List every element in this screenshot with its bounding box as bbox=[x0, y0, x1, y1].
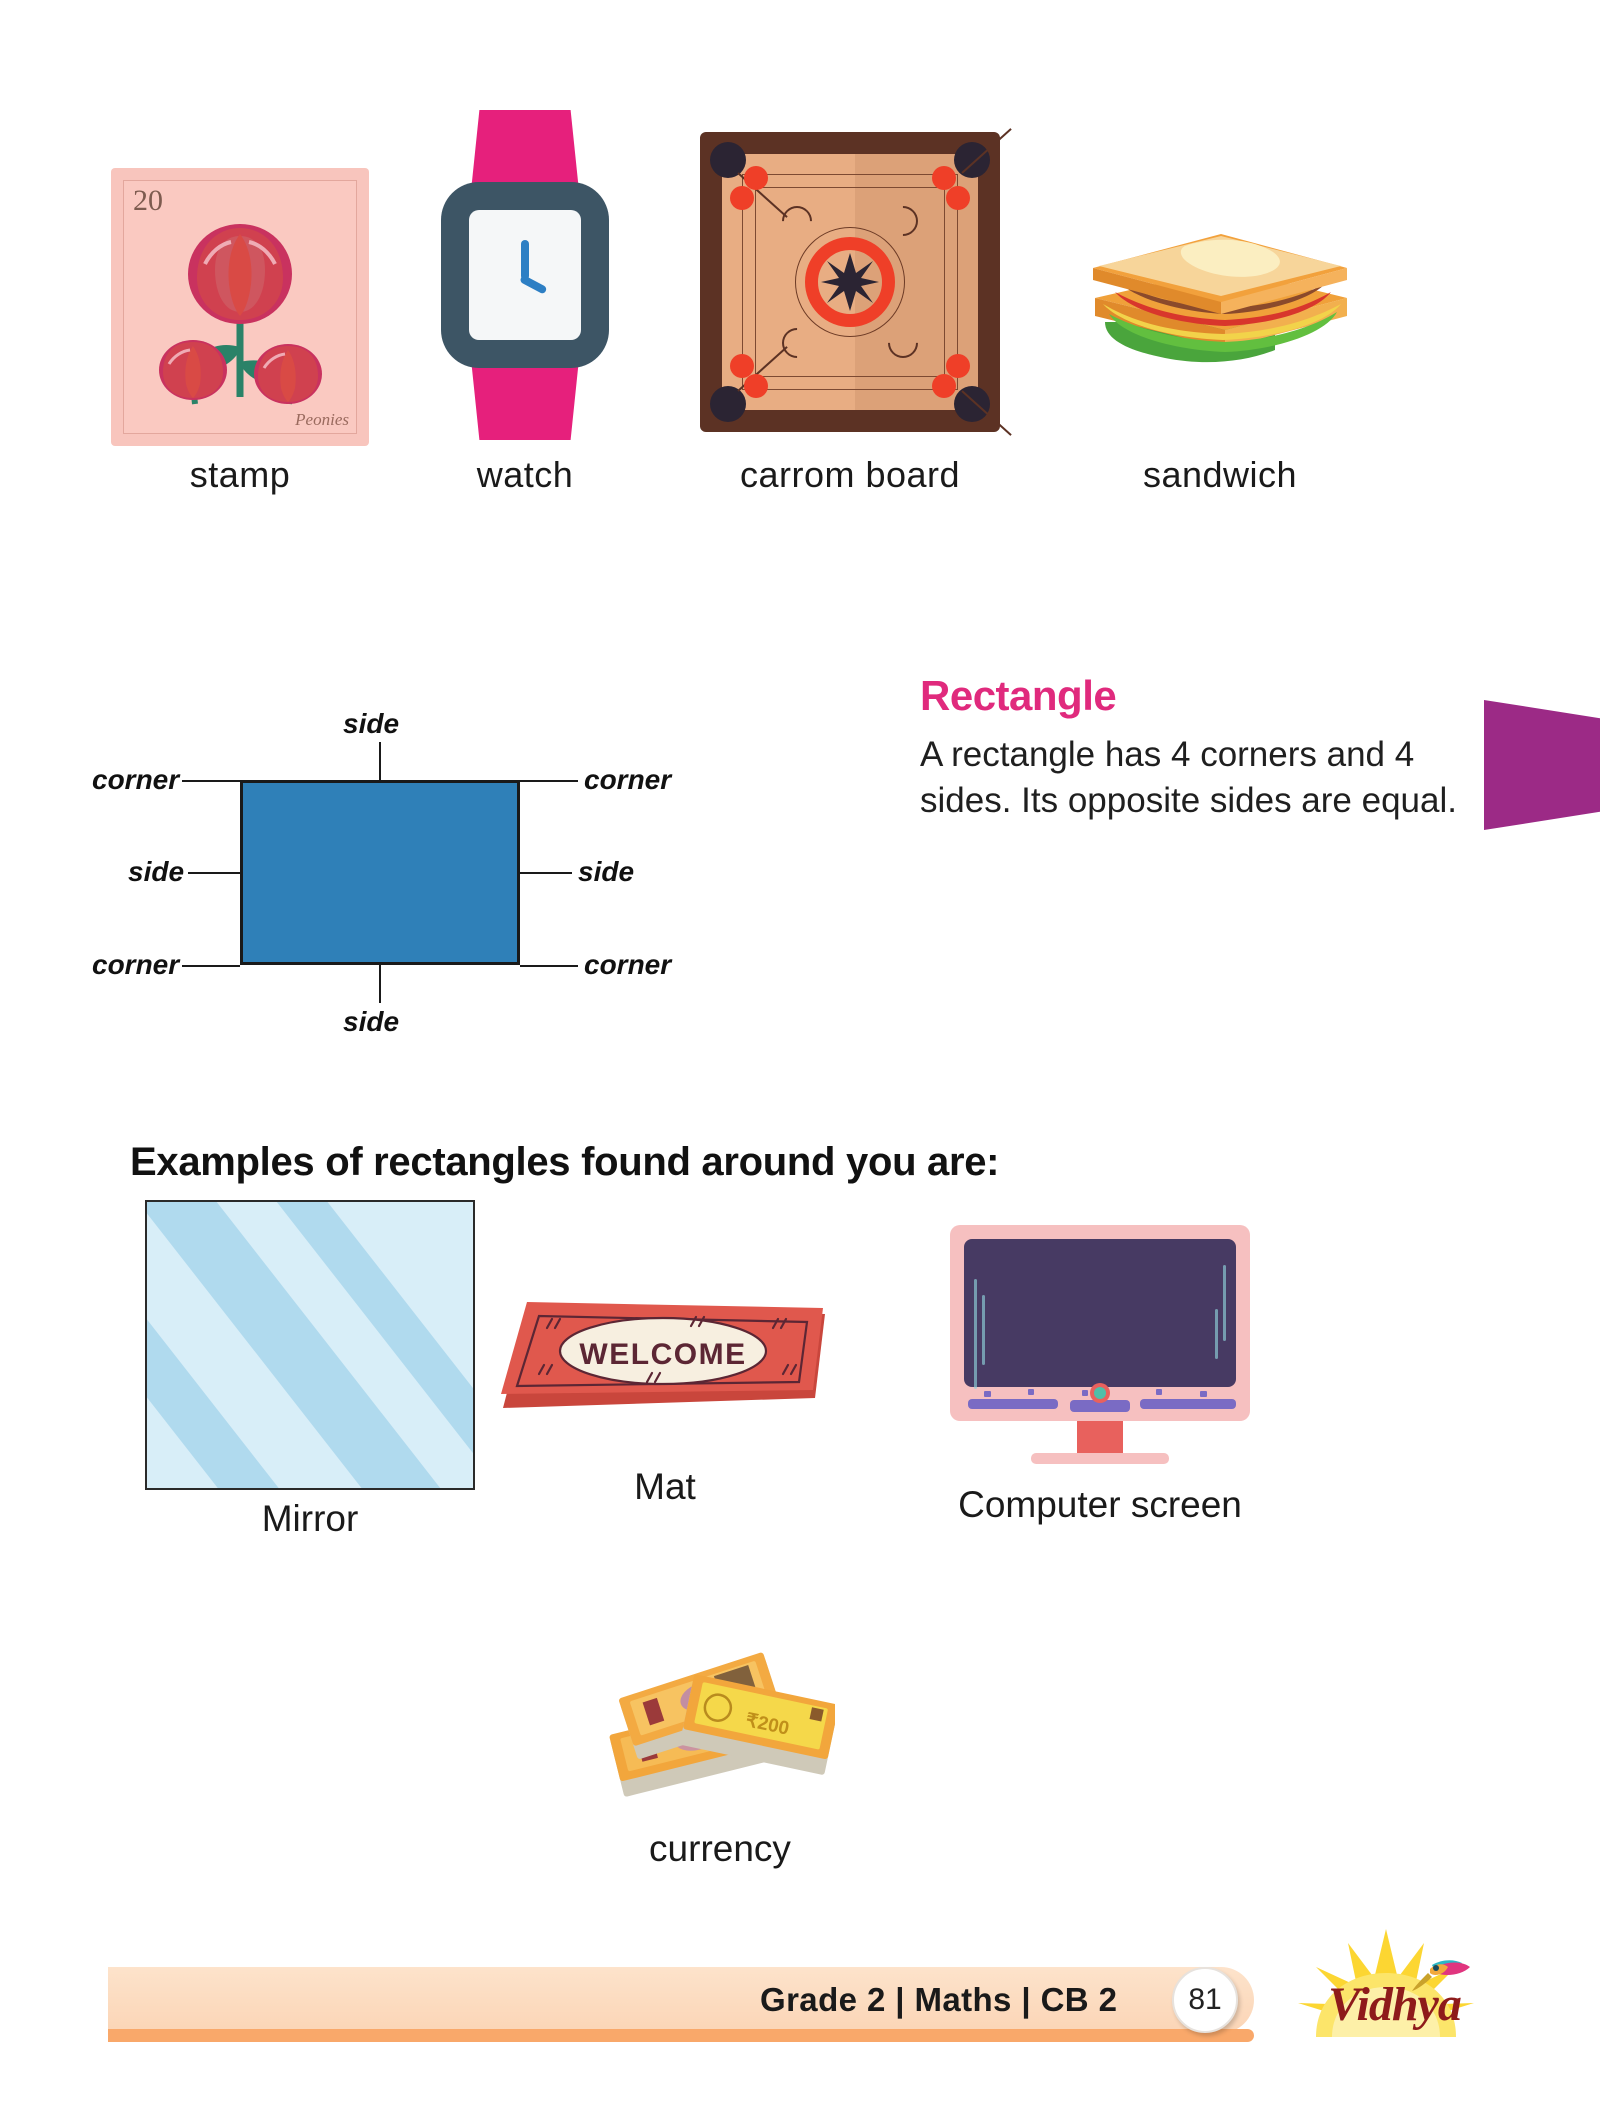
example-currency: ₹200 currency bbox=[520, 1630, 920, 1870]
example-label: Computer screen bbox=[958, 1484, 1242, 1525]
leader-line-top-left bbox=[182, 780, 240, 782]
postage-stamp-icon: 20 Peonies bbox=[111, 168, 369, 446]
computer-monitor-icon bbox=[950, 1225, 1250, 1475]
example-mat: WELCOME Mat bbox=[470, 1290, 860, 1508]
example-label: Mat bbox=[634, 1466, 696, 1507]
example-carrom-board: carrom board bbox=[660, 110, 1040, 496]
monitor-power-indicator bbox=[1090, 1383, 1110, 1403]
leader-line-bottom bbox=[379, 965, 381, 1003]
definition-title: Rectangle bbox=[920, 672, 1117, 719]
watch-art bbox=[400, 110, 650, 440]
welcome-mat-icon: WELCOME bbox=[495, 1290, 835, 1420]
leader-line-top bbox=[379, 742, 381, 780]
peony-flower-illustration bbox=[159, 224, 322, 405]
example-watch: watch bbox=[400, 110, 650, 496]
leader-line-left bbox=[188, 872, 240, 874]
example-label: sandwich bbox=[1142, 454, 1298, 495]
wristwatch-icon bbox=[440, 110, 610, 440]
page-number: 81 bbox=[1172, 1967, 1238, 2033]
example-stamp: 20 Peonies stamp bbox=[90, 110, 390, 496]
eight-point-star-icon bbox=[821, 253, 879, 311]
mat-text: WELCOME bbox=[579, 1338, 746, 1371]
stamp-caption: Peonies bbox=[295, 410, 349, 429]
label-side-right: side bbox=[578, 856, 635, 887]
vidhya-logo: Vidhya bbox=[1286, 1921, 1496, 2071]
sun-rays-icon bbox=[1298, 1929, 1474, 2037]
leader-line-top-right bbox=[520, 780, 578, 782]
footer-bar bbox=[108, 1967, 1254, 2033]
top-examples-row: 20 Peonies stamp bbox=[0, 110, 1600, 580]
page-side-tab bbox=[1484, 700, 1600, 830]
rectangle-diagram: side side side side corner corner corner… bbox=[92, 680, 820, 1080]
logo-text: Vidhya bbox=[1328, 1978, 1462, 2031]
label-side-top: side bbox=[343, 708, 400, 739]
definition-body: A rectangle has 4 corners and 4 sides. I… bbox=[920, 735, 1457, 820]
example-computer-screen: Computer screen bbox=[850, 1225, 1350, 1526]
carrom-center-circle bbox=[795, 227, 905, 337]
example-label: carrom board bbox=[739, 454, 961, 495]
sandwich-art bbox=[1050, 110, 1390, 440]
example-sandwich: sandwich bbox=[1050, 110, 1390, 496]
mirror-art bbox=[120, 1200, 500, 1500]
leader-line-bottom-right bbox=[520, 965, 578, 967]
footer-text: Grade 2 | Maths | CB 2 bbox=[760, 1981, 1118, 2018]
rectangle-definition: Rectangle A rectangle has 4 corners and … bbox=[920, 672, 1480, 823]
label-side-left: side bbox=[128, 856, 185, 887]
examples-heading: Examples of rectangles found around you … bbox=[130, 1140, 1000, 1184]
carrom-art bbox=[660, 110, 1040, 440]
monitor-art bbox=[850, 1225, 1350, 1490]
label-corner-top-left: corner bbox=[92, 764, 180, 795]
leader-line-right bbox=[520, 872, 572, 874]
label-corner-bottom-right: corner bbox=[584, 949, 672, 980]
label-corner-top-right: corner bbox=[584, 764, 672, 795]
hummingbird-icon bbox=[1412, 1960, 1470, 1991]
footer-underline bbox=[108, 2029, 1254, 2042]
label-side-bottom: side bbox=[343, 1006, 400, 1037]
leader-line-bottom-left bbox=[182, 965, 240, 967]
page-footer: Grade 2 | Maths | CB 2 81 bbox=[0, 1929, 1600, 2045]
example-label: currency bbox=[649, 1828, 791, 1869]
mat-art: WELCOME bbox=[470, 1290, 860, 1460]
example-label: stamp bbox=[189, 454, 291, 495]
rectangle-shape bbox=[240, 780, 520, 965]
stamp-art: 20 Peonies bbox=[90, 110, 390, 446]
example-label: watch bbox=[476, 454, 574, 495]
stamp-denomination: 20 bbox=[133, 184, 163, 217]
carrom-board-icon bbox=[700, 128, 1012, 436]
label-corner-bottom-left: corner bbox=[92, 949, 180, 980]
example-mirror: Mirror bbox=[120, 1200, 500, 1540]
example-label: Mirror bbox=[261, 1498, 359, 1539]
sandwich-icon bbox=[1075, 172, 1365, 392]
mirror-icon bbox=[145, 1200, 475, 1490]
banknotes-icon: ₹200 bbox=[605, 1630, 839, 1800]
currency-art: ₹200 bbox=[520, 1630, 920, 1830]
